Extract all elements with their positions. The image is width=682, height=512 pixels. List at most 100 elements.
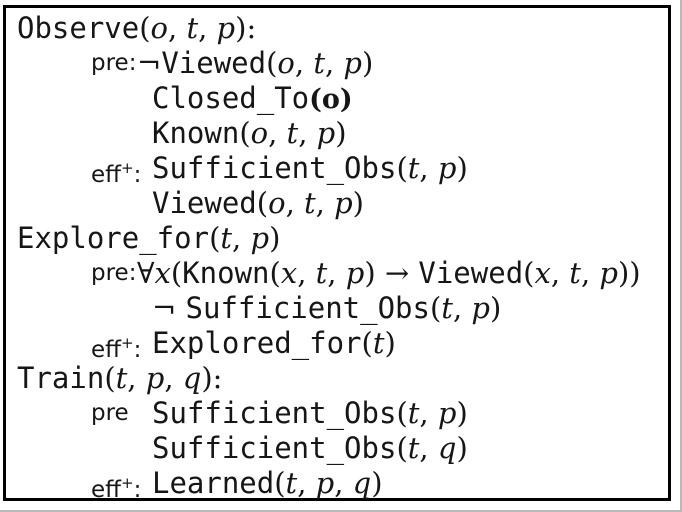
- formula-text: ,: [298, 116, 317, 150]
- formula-text: p: [471, 291, 490, 325]
- formula-text: ): [364, 256, 376, 290]
- formula-text: p: [599, 256, 618, 290]
- formula-text: p: [334, 186, 353, 220]
- formula-text: Viewed: [161, 46, 267, 80]
- formula-text: ,: [268, 116, 287, 150]
- keyword-text: +: [121, 159, 134, 177]
- formula-text: ):: [235, 11, 257, 45]
- code-line: pre:∀x(Known(x, t, p) → Viewed(x, t, p)): [6, 256, 668, 291]
- formula-text: ,: [419, 151, 438, 185]
- formula: ∀x(Known(x, t, p) → Viewed(x, t, p)): [137, 256, 641, 295]
- formula-text: t: [115, 361, 128, 395]
- formula-text: ,: [550, 256, 570, 290]
- formula-text: Sufficient_Obs: [152, 151, 397, 185]
- formula-text: ):: [201, 361, 223, 395]
- formula-text: Known: [182, 256, 270, 290]
- formula-text: ): [371, 466, 383, 500]
- formula-text: ,: [168, 11, 187, 45]
- formula-text: x: [154, 256, 171, 290]
- formula-text: t: [304, 186, 316, 220]
- formula: Sufficient_Obs(t, q): [152, 431, 468, 470]
- formula-text: p: [315, 466, 335, 500]
- code-line: ¬ Sufficient_Obs(t, p): [6, 291, 668, 326]
- formula-text: [176, 291, 185, 325]
- formula-text: p: [345, 256, 365, 290]
- formula-text: ¬: [137, 46, 162, 80]
- formula: Viewed(o, t, p): [152, 186, 364, 225]
- code-line: Observe(o, t, p):: [6, 11, 668, 46]
- formula-text: ,: [324, 46, 344, 80]
- formula-text: [409, 256, 418, 290]
- keyword-text: :: [133, 337, 142, 363]
- formula-text: t: [441, 291, 453, 325]
- formula-text: (: [170, 256, 183, 290]
- code-line: eff+: Sufficient_Obs(t, p): [6, 151, 668, 188]
- formula-text: Sufficient_Obs: [152, 396, 397, 430]
- formula-text: Learned: [152, 466, 275, 500]
- keyword-text: pre: [91, 400, 129, 426]
- formula-text: (: [104, 361, 116, 395]
- formula-text: o: [277, 46, 295, 80]
- formula-text: ,: [334, 466, 353, 500]
- formula-text: (: [239, 116, 251, 150]
- formula-text: ,: [452, 291, 472, 325]
- code-line: Train(t, p, q):: [6, 361, 668, 396]
- formula-text: ,: [580, 256, 600, 290]
- formula-text: t: [220, 221, 233, 255]
- keyword-text: :: [133, 162, 142, 188]
- code-line: pre:¬Viewed(o, t, p): [6, 46, 668, 81]
- formula-text: t: [315, 256, 328, 290]
- code-line: Explore_for(t, p): [6, 221, 668, 256]
- formula-text: ): [456, 431, 468, 465]
- formula-text: Sufficient_Obs: [152, 431, 397, 465]
- formula-text: o: [250, 116, 269, 150]
- formula-text: (: [396, 431, 408, 465]
- formula-text: →: [384, 256, 410, 290]
- formula-text: Closed_To: [152, 81, 310, 115]
- formula-text: o: [268, 186, 286, 220]
- formula-text: ,: [127, 361, 146, 395]
- formula-text: ): [335, 116, 347, 150]
- formula-text: (: [209, 221, 221, 255]
- formula-text: Explore_for: [17, 221, 210, 255]
- formula-text: (: [396, 151, 408, 185]
- formula-text: (: [269, 256, 281, 290]
- formula-text: )): [617, 256, 641, 290]
- formula-text: t: [372, 326, 385, 360]
- keyword-text: eff: [91, 162, 121, 188]
- formula-text: ,: [164, 361, 183, 395]
- formula-text: p: [437, 151, 457, 185]
- formula: Explore_for(t, p): [17, 221, 280, 260]
- formula-text: Train: [17, 361, 105, 395]
- formula-text: ): [352, 186, 364, 220]
- formula-text: ): [384, 326, 396, 360]
- formula: Closed_To(o): [152, 81, 353, 120]
- formula-text: (: [274, 466, 286, 500]
- formula-text: (: [429, 291, 442, 325]
- formula-text: ,: [232, 221, 251, 255]
- code-line: Viewed(o, t, p): [6, 186, 668, 221]
- formula-text: (: [523, 256, 535, 290]
- formula-text: o: [150, 11, 169, 45]
- formula-text: x: [280, 256, 298, 290]
- formula: Observe(o, t, p):: [17, 11, 256, 50]
- formula-text: (: [256, 186, 269, 220]
- formula: Sufficient_Obs(t, p): [152, 396, 468, 435]
- formula: Sufficient_Obs(t, p): [152, 151, 468, 190]
- formula: Learned(t, p, q): [152, 466, 383, 505]
- formula-text: Sufficient_Obs: [185, 291, 430, 325]
- formula-text: p: [216, 11, 236, 45]
- formula-text: t: [407, 396, 420, 430]
- formula-text: ,: [285, 186, 304, 220]
- formula-text: (: [266, 46, 278, 80]
- formula-text: q: [437, 431, 457, 465]
- action-schema-box: Observe(o, t, p):pre:¬Viewed(o, t, p)Clo…: [3, 5, 671, 503]
- formula-text: t: [286, 116, 299, 150]
- formula-text: ,: [198, 11, 217, 45]
- keyword-text: eff: [91, 337, 121, 363]
- formula-text: ): [269, 221, 281, 255]
- formula-text: ): [456, 396, 468, 430]
- keyword-text: pre:: [91, 260, 137, 286]
